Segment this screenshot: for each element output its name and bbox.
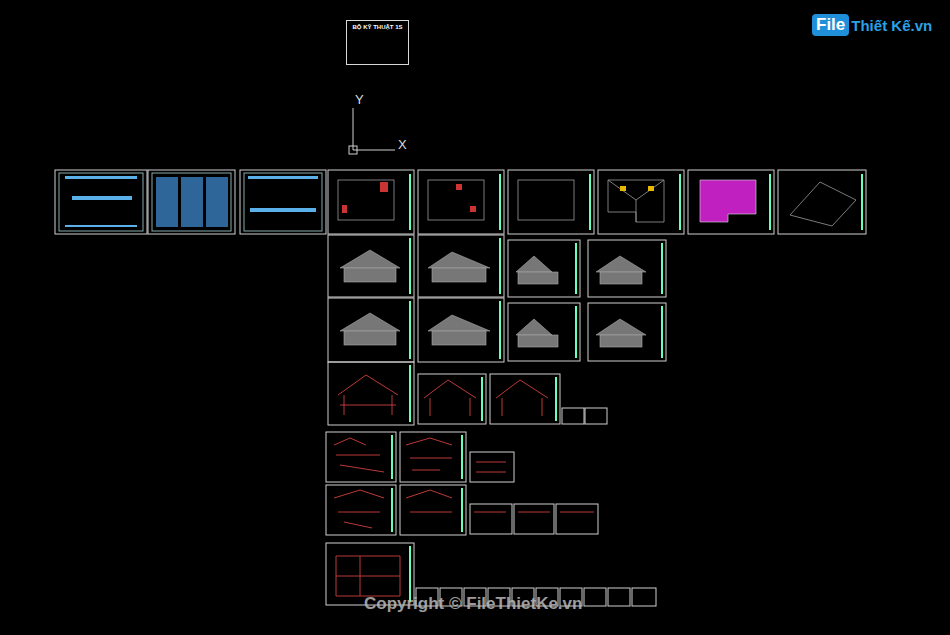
axis-label: Y <box>355 92 364 107</box>
watermark: Copyright © FileThietKe.vn <box>364 594 582 614</box>
axis-label: X <box>398 137 407 152</box>
logo-text: Thiết Kế.vn <box>851 17 932 34</box>
cover-sheet: BỘ KỸ THUẬT 1S <box>346 20 409 65</box>
logo-mark: File <box>812 14 849 36</box>
sheet-title: BỘ KỸ THUẬT 1S <box>347 21 408 30</box>
